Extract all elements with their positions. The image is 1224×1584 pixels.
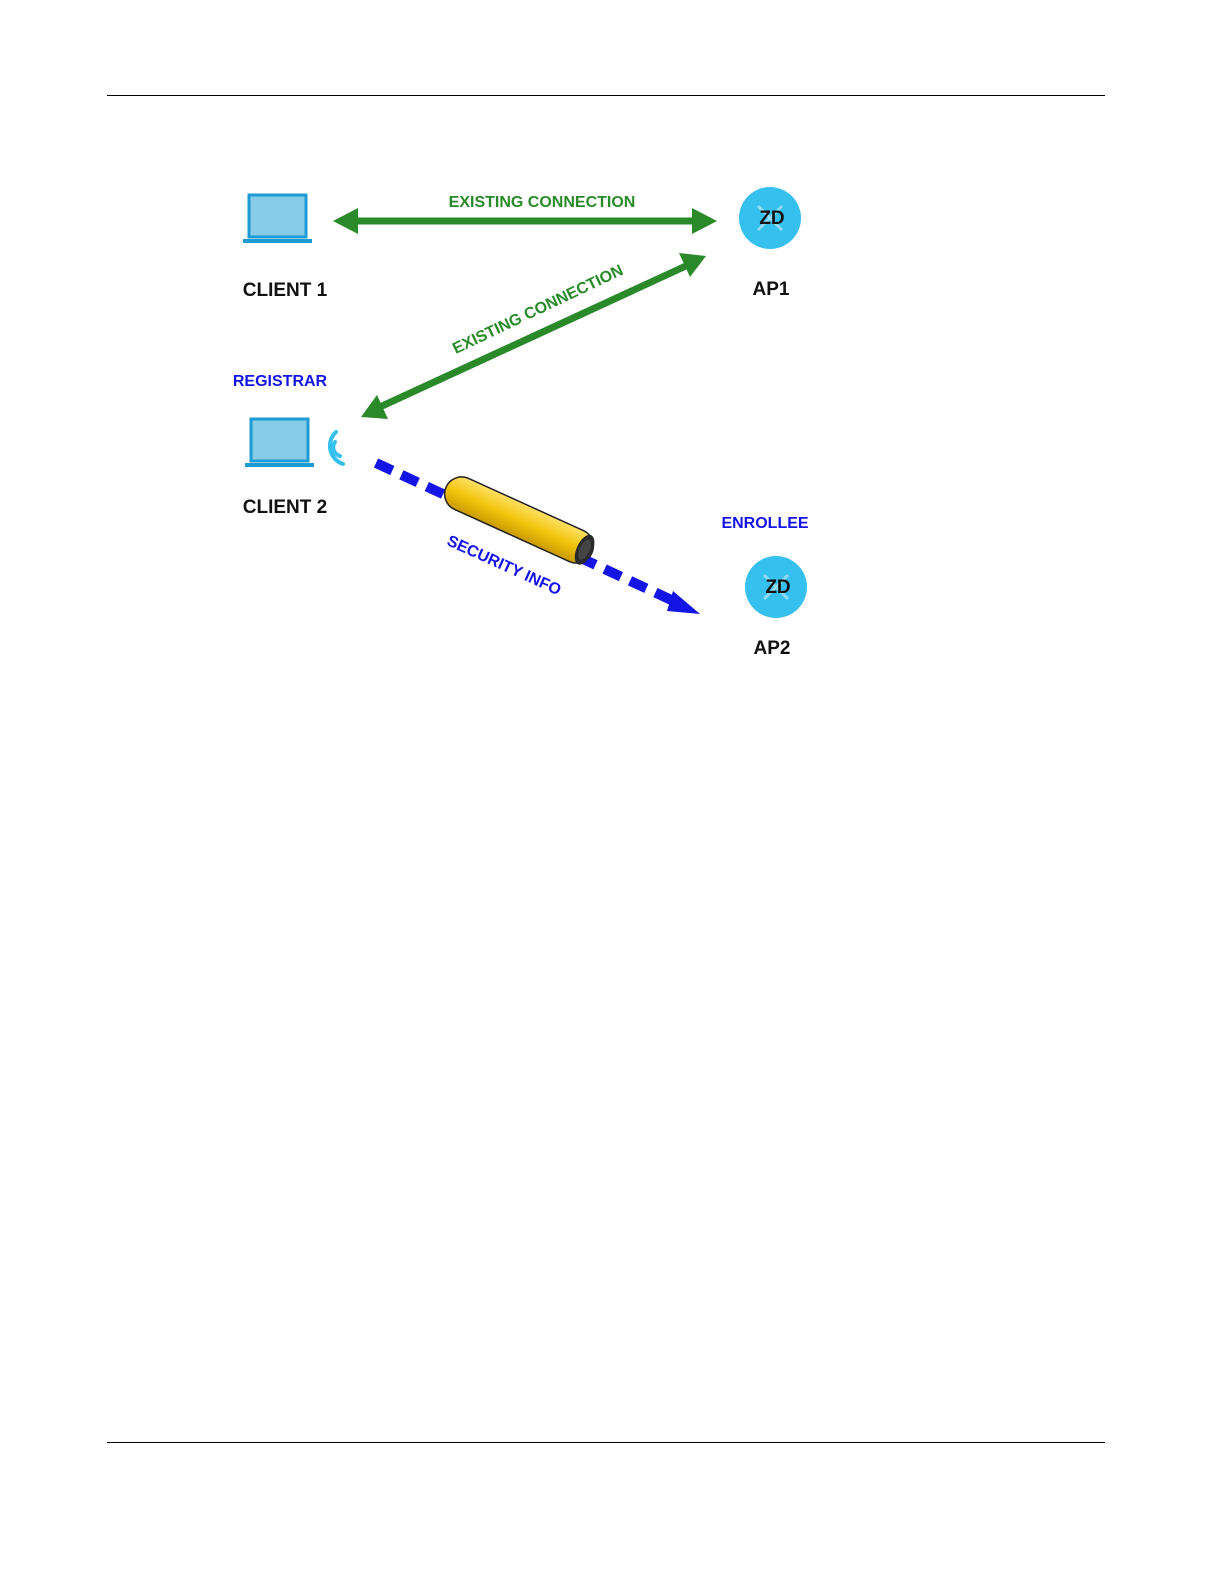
- connection-line: [380, 265, 688, 407]
- node-label-client2: CLIENT 2: [243, 497, 327, 518]
- link-label-client1-ap1: EXISTING CONNECTION: [449, 194, 636, 211]
- laptop-icon: [243, 195, 312, 243]
- access-point-icon: ZD: [739, 187, 801, 249]
- access-point-icon: ZD: [745, 556, 807, 618]
- arrowhead-right-icon: [692, 208, 717, 234]
- link-client2-ap2: SECURITY INFO: [376, 463, 700, 614]
- link-ap1-client2: EXISTING CONNECTION: [361, 253, 706, 419]
- node-label-client1: CLIENT 1: [243, 280, 328, 301]
- link-label-ap1-client2: EXISTING CONNECTION: [450, 262, 626, 358]
- node-label-ap2: AP2: [754, 638, 791, 659]
- laptop-icon: [245, 419, 314, 467]
- link-client1-ap1: EXISTING CONNECTION: [333, 194, 717, 234]
- ap1-badge: ZD: [759, 208, 784, 229]
- node-ap2: ENROLLEE ZD AP2: [721, 515, 808, 659]
- node-ap1: ZD AP1: [739, 187, 801, 300]
- arrowhead-icon: [667, 591, 700, 614]
- node-client1: CLIENT 1: [243, 195, 328, 301]
- wifi-signal-icon: [330, 432, 343, 464]
- node-client2: REGISTRAR CLIENT 2: [233, 373, 343, 518]
- role-label-enrollee: ENROLLEE: [721, 515, 808, 532]
- node-label-ap1: AP1: [753, 279, 790, 300]
- arrowhead-left-icon: [333, 208, 358, 234]
- ap2-badge: ZD: [765, 577, 790, 598]
- role-label-registrar: REGISTRAR: [233, 373, 328, 390]
